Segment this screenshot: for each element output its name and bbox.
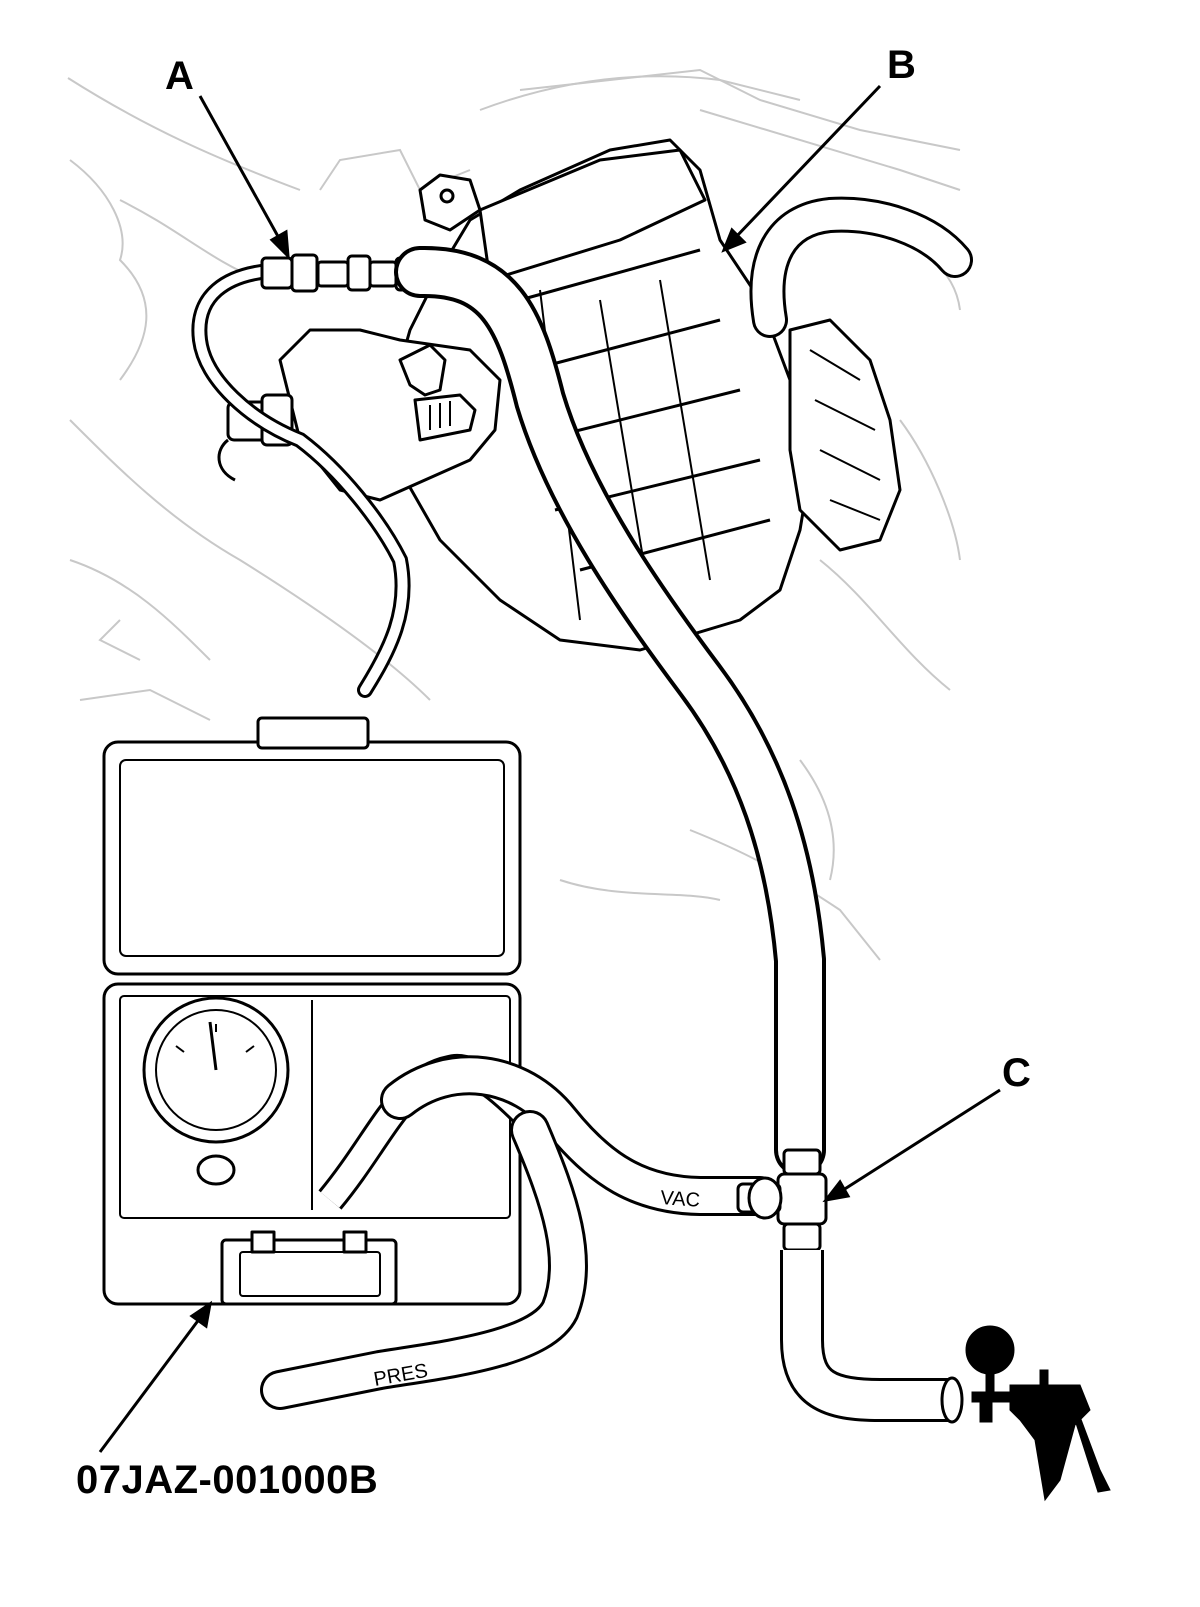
- pump-hose-end: [940, 1376, 964, 1424]
- vac-hose-label: VAC: [660, 1187, 701, 1212]
- purge-valve-block: [278, 328, 502, 502]
- vac-hose: [380, 1055, 780, 1216]
- pump-hose: [780, 1250, 950, 1422]
- leader-arrows: [98, 84, 1001, 1453]
- tester-knob: [196, 1154, 236, 1186]
- pres-hose: [260, 1110, 589, 1410]
- hand-vacuum-pump-icon: [965, 1325, 1111, 1502]
- tester-case: [102, 716, 522, 1306]
- callout-c-label: C: [1002, 1051, 1031, 1095]
- main-test-hose: [394, 245, 826, 1176]
- canister-bracket: [788, 318, 902, 552]
- callout-a-label: A: [165, 54, 194, 98]
- tester-gauge: [142, 996, 290, 1144]
- tool-number-label: 07JAZ-001000B: [76, 1458, 379, 1502]
- callout-b-label: B: [887, 43, 916, 87]
- t-fitting-c: [736, 1148, 828, 1252]
- metal-purge-line: [191, 262, 411, 698]
